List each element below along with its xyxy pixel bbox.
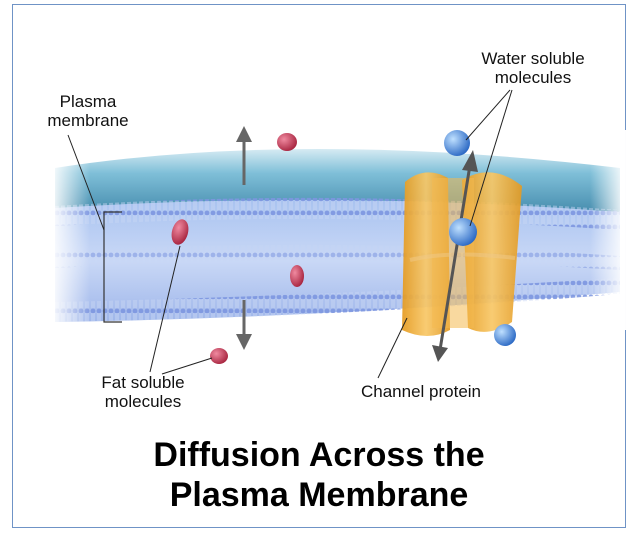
water-soluble-label-line1: Water soluble [468, 49, 598, 68]
channel-protein-pointer [378, 318, 407, 378]
fat-soluble-label-line1: Fat soluble [78, 373, 208, 392]
water-soluble-label-line2: molecules [468, 68, 598, 87]
fat-molecule [290, 265, 304, 287]
plasma-membrane-label-line1: Plasma [42, 92, 134, 111]
water-molecule [494, 324, 516, 346]
channel-protein-shape [402, 172, 522, 336]
water-soluble-label: Water soluble molecules [468, 49, 598, 87]
fat-pointer [162, 358, 212, 374]
water-molecule [444, 130, 470, 156]
plasma-membrane-label-line2: membrane [42, 111, 134, 130]
fat-soluble-label: Fat soluble molecules [78, 373, 208, 411]
fat-soluble-label-line2: molecules [78, 392, 208, 411]
fat-molecule [210, 348, 228, 364]
plasma-membrane-label: Plasma membrane [42, 92, 134, 130]
title-line1: Diffusion Across the [0, 436, 638, 474]
fat-molecule [277, 133, 297, 151]
water-molecule [449, 218, 477, 246]
title-line2: Plasma Membrane [0, 476, 638, 514]
channel-protein-label: Channel protein [336, 382, 506, 401]
water-pointer [466, 90, 510, 140]
